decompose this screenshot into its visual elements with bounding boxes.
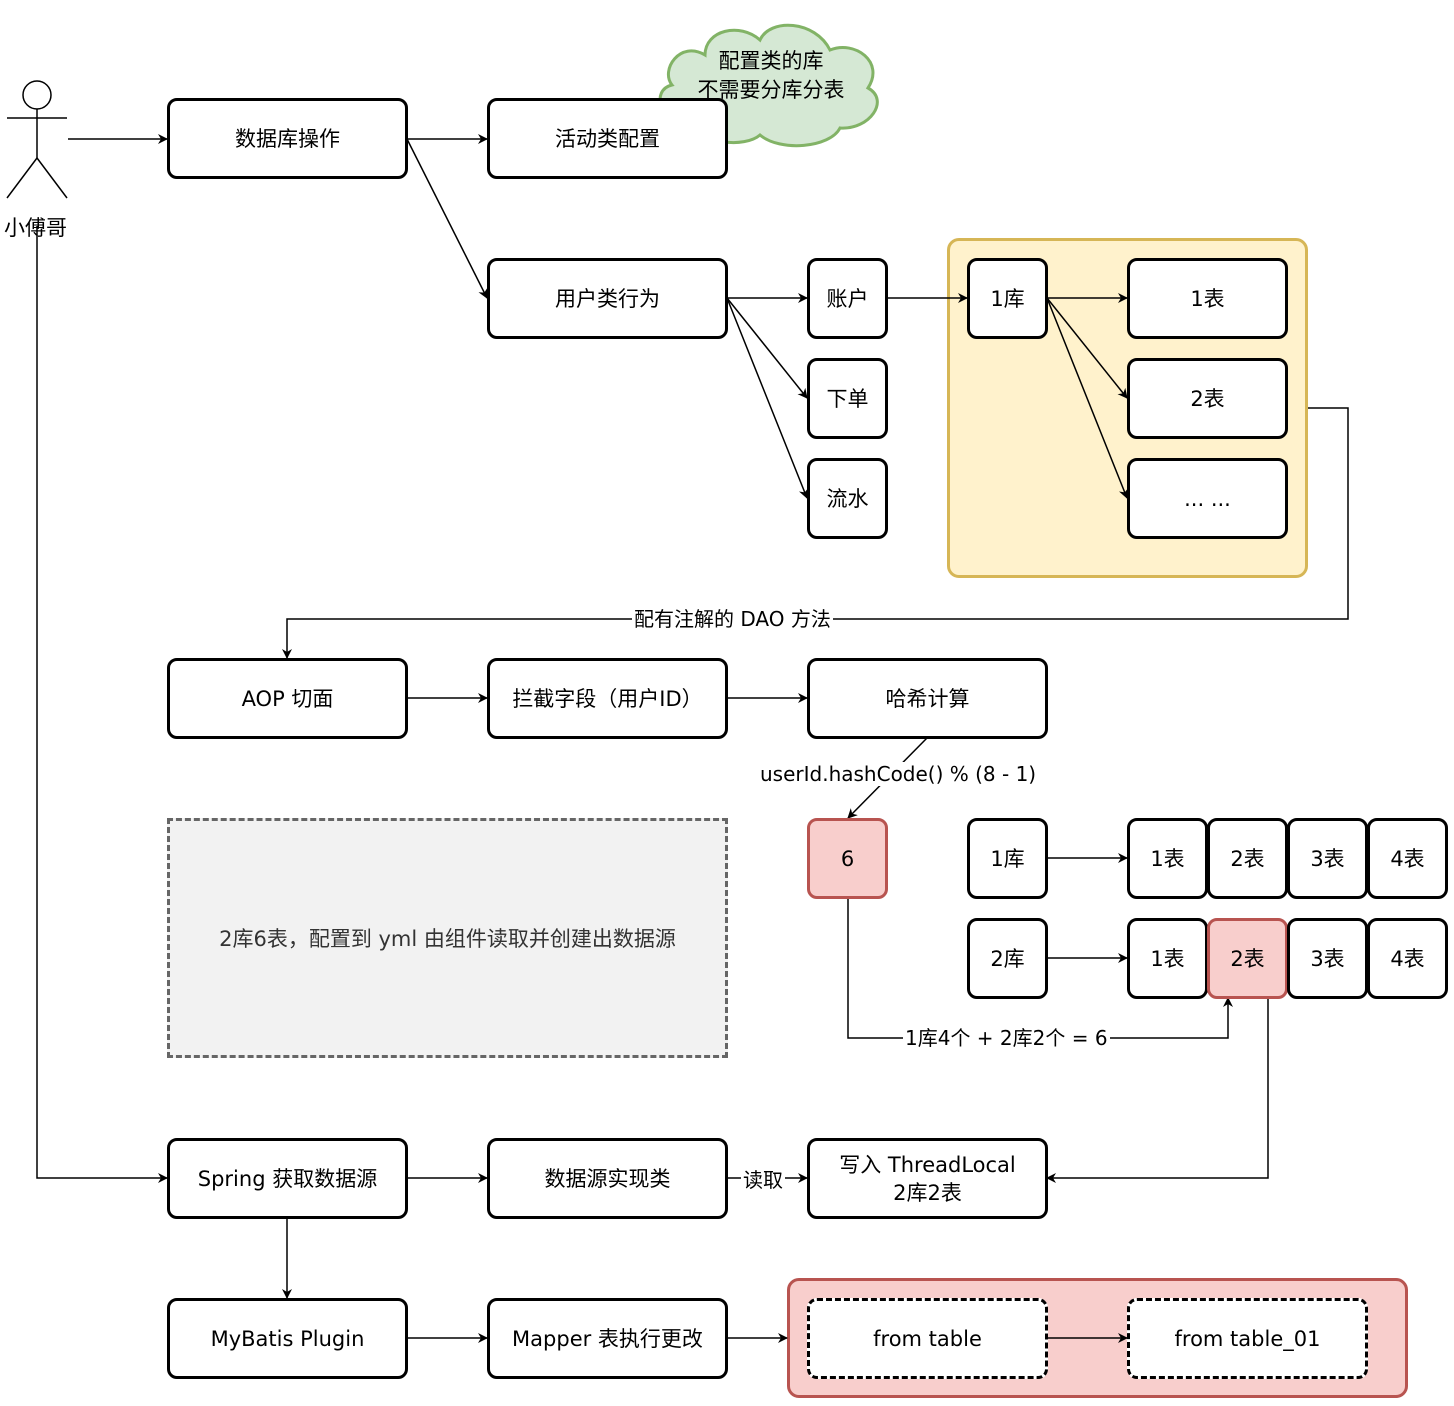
edge-actor-spring: [36, 226, 168, 1183]
from-table-01-node: from table_01: [1127, 1298, 1368, 1379]
edge-lib1-t2: [1046, 297, 1128, 399]
lib1-node: 1库: [967, 818, 1048, 899]
table1-top-node: 1表: [1127, 258, 1288, 339]
aop-node: AOP 切面: [167, 658, 408, 739]
lib2-node: 2库: [967, 918, 1048, 999]
edge-group-aop: [282, 407, 1349, 659]
edge-user-order: [726, 297, 808, 399]
threadlocal-line-2: 2库2表: [893, 1180, 962, 1205]
flow-node: 流水: [807, 458, 888, 539]
lib1-table-1: 1表: [1127, 818, 1208, 899]
datasource-impl-node: 数据源实现类: [487, 1138, 728, 1219]
actor-figure: [6, 80, 68, 199]
hash-node: 哈希计算: [807, 658, 1048, 739]
edge-lib1-more: [1046, 297, 1129, 499]
lib2-table-2-target: 2表: [1207, 918, 1288, 999]
activity-config-node: 活动类配置: [487, 98, 728, 179]
lib1-table-2: 2表: [1207, 818, 1288, 899]
edge-target-threadlocal: [1046, 998, 1269, 1183]
db-operation-node: 数据库操作: [167, 98, 408, 179]
sum-edge-label: 1库4个 + 2库2个 = 6: [903, 1026, 1110, 1050]
table2-top-node: 2表: [1127, 358, 1288, 439]
cloud-line-1: 配置类的库: [718, 49, 824, 73]
lib2-table-3: 3表: [1287, 918, 1368, 999]
table-more-node: ... ...: [1127, 458, 1288, 539]
lib1-top-node: 1库: [967, 258, 1048, 339]
threadlocal-node: 写入 ThreadLocal 2库2表: [807, 1138, 1048, 1219]
cloud-note: 配置类的库 不需要分库分表: [686, 47, 856, 105]
edge-user-flow: [726, 297, 809, 499]
lib1-table-3: 3表: [1287, 818, 1368, 899]
from-table-node: from table: [807, 1298, 1048, 1379]
mapper-node: Mapper 表执行更改: [487, 1298, 728, 1379]
lib2-table-1: 1表: [1127, 918, 1208, 999]
dao-edge-label: 配有注解的 DAO 方法: [632, 607, 833, 631]
hash-formula-label: userId.hashCode() % (8 - 1): [758, 762, 1039, 786]
actor-label: 小傅哥: [4, 216, 67, 240]
user-behavior-node: 用户类行为: [487, 258, 728, 339]
order-node: 下单: [807, 358, 888, 439]
intercept-node: 拦截字段（用户ID）: [487, 658, 728, 739]
edge-db-user: [406, 138, 488, 299]
lib2-table-4: 4表: [1367, 918, 1448, 999]
lib1-table-4: 4表: [1367, 818, 1448, 899]
hash-result-node: 6: [807, 818, 888, 899]
read-edge-label: 读取: [741, 1168, 785, 1192]
mybatis-plugin-node: MyBatis Plugin: [167, 1298, 408, 1379]
spring-node: Spring 获取数据源: [167, 1138, 408, 1219]
threadlocal-line-1: 写入 ThreadLocal: [839, 1152, 1016, 1177]
account-node: 账户: [807, 258, 888, 339]
config-note: 2库6表，配置到 yml 由组件读取并创建出数据源: [167, 818, 728, 1058]
